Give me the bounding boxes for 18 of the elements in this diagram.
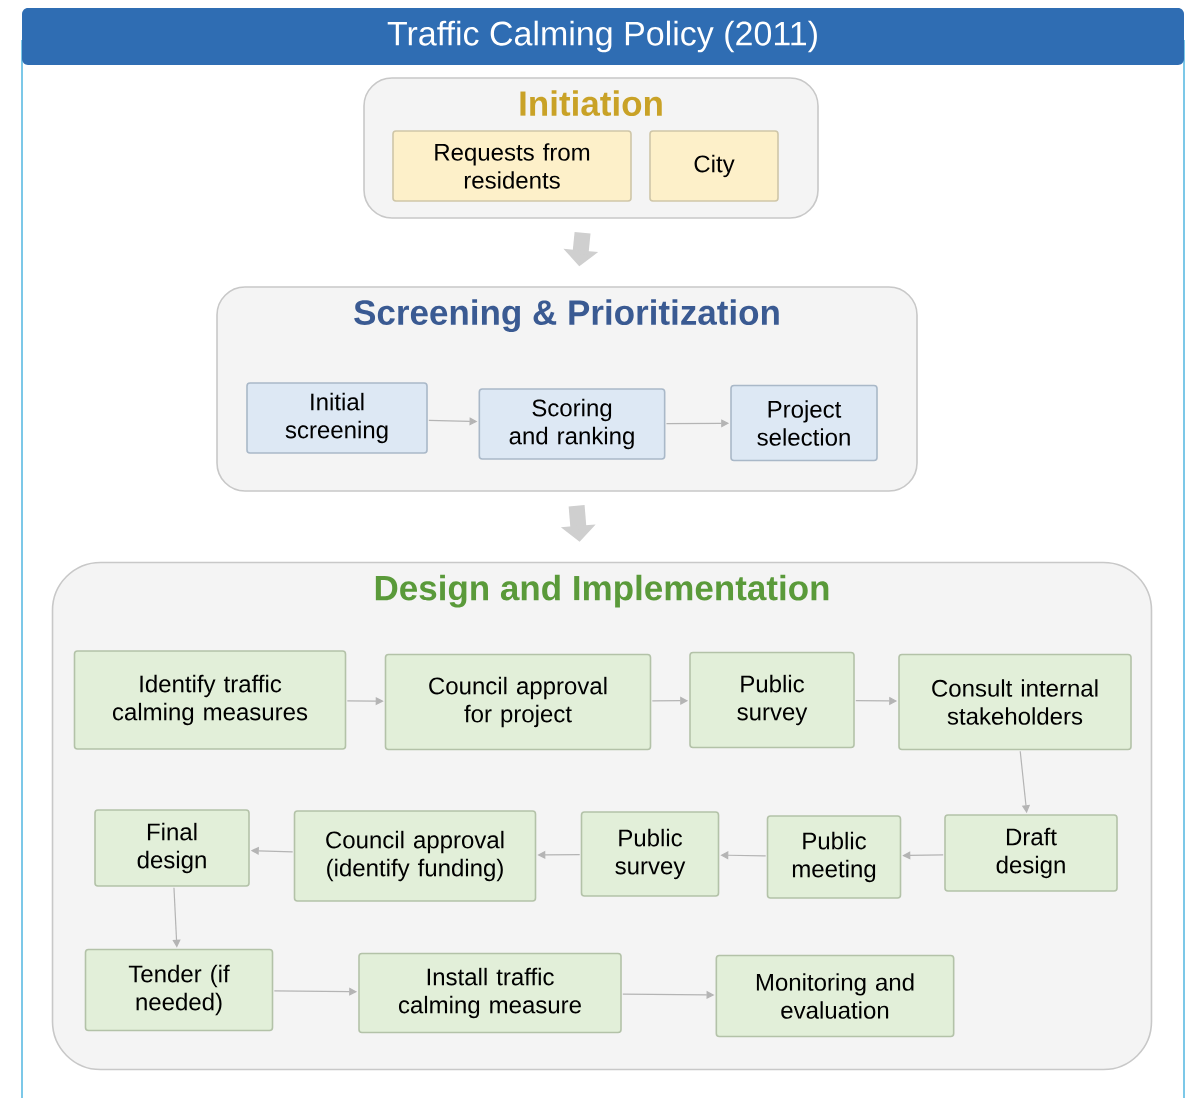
step-box: Monitoring and evaluation bbox=[715, 954, 955, 1038]
step-box: Install traffic calming measure bbox=[358, 952, 622, 1034]
step-box: Tender (if needed) bbox=[84, 948, 274, 1032]
step-box: Identify traffic calming measures bbox=[73, 650, 347, 750]
step-box: Requests from residents bbox=[392, 130, 632, 202]
step-box: Draft design bbox=[944, 814, 1118, 892]
step-box: Public survey bbox=[689, 651, 855, 749]
step-box: Scoring and ranking bbox=[478, 388, 666, 460]
title-bar: Traffic Calming Policy (2011) bbox=[22, 8, 1184, 65]
step-box: Council approval for project bbox=[384, 653, 652, 751]
step-box: Consult internal stakeholders bbox=[898, 653, 1132, 751]
step-box: Public survey bbox=[580, 811, 720, 897]
step-box: Final design bbox=[94, 809, 250, 887]
step-box: Council approval (identify funding) bbox=[293, 810, 537, 902]
step-box: Initial screening bbox=[246, 382, 428, 454]
step-box: Public meeting bbox=[766, 815, 902, 899]
step-box: City bbox=[649, 130, 779, 202]
step-box: Project selection bbox=[730, 384, 878, 462]
